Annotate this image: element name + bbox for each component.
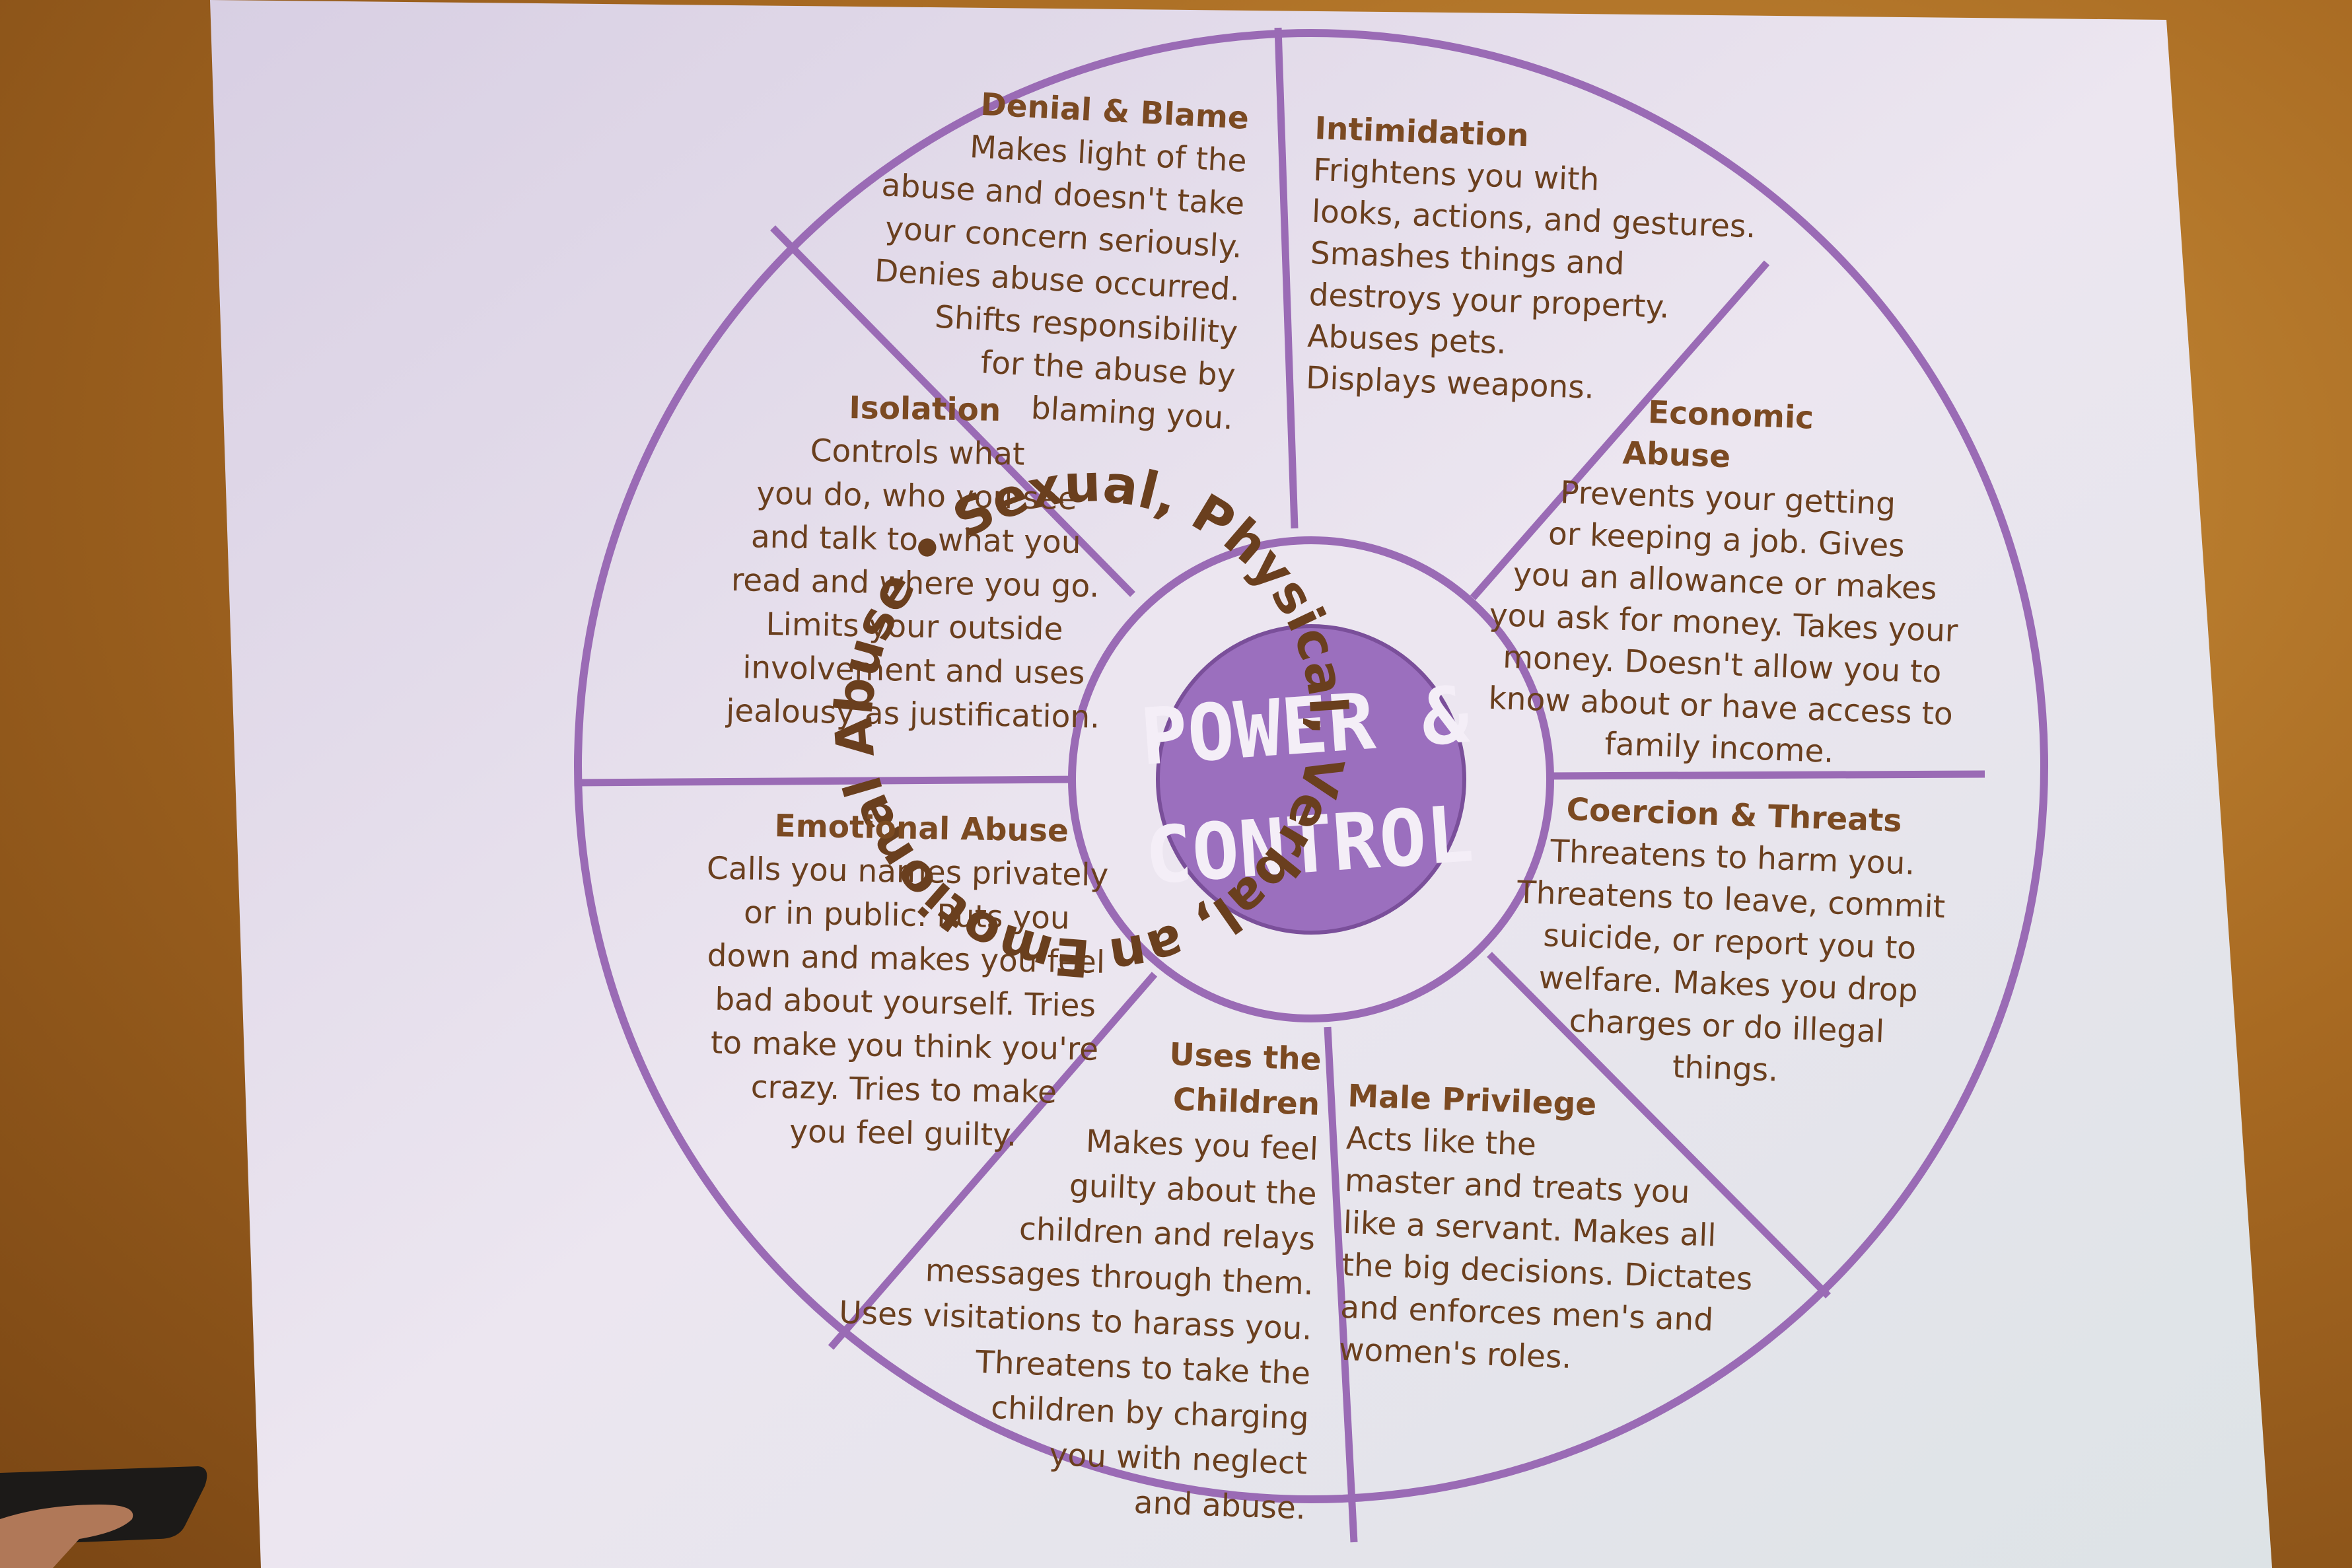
segment-line-isolation: read and where you go. — [731, 562, 1100, 605]
spoke-top-left — [770, 225, 1135, 597]
segment-line-emotional: bad about yourself. Tries — [715, 981, 1096, 1024]
hand-shape — [0, 1504, 133, 1568]
segment-line-children: guilty about the — [1069, 1168, 1317, 1213]
segment-title-children: Children — [1172, 1081, 1320, 1123]
segment-line-children: you with neglect — [1049, 1437, 1308, 1482]
segment-line-children: Makes you feel — [1085, 1123, 1319, 1168]
spoke-left — [574, 775, 1079, 787]
segment-line-emotional: crazy. Tries to make — [750, 1069, 1057, 1111]
spoke-bottom-right — [1487, 952, 1831, 1299]
presenter-hand — [0, 1466, 207, 1568]
segment-line-economic: family income. — [1604, 726, 1835, 770]
segment-line-male: women's roles. — [1338, 1332, 1572, 1376]
segment-line-intimidation: Abuses pets. — [1307, 318, 1507, 361]
spoke-bottom-left — [828, 972, 1158, 1350]
spoke-right — [1538, 770, 1985, 780]
segment-title-isolation: Isolation — [849, 390, 1001, 429]
segment-line-male: Acts like the — [1345, 1120, 1536, 1163]
spoke-top — [1274, 27, 1299, 529]
segment-title-emotional: Emotional Abuse — [774, 808, 1069, 849]
spoke-top-right — [1470, 260, 1770, 600]
segment-line-isolation: involvement and uses — [742, 649, 1085, 692]
segment-title-intimidation: Intimidation — [1314, 110, 1530, 154]
segment-line-emotional: to make you think you're — [711, 1024, 1099, 1067]
spoke-bottom — [1324, 1026, 1358, 1543]
wheel-spokes — [574, 27, 1985, 1543]
segment-line-coercion: things. — [1672, 1049, 1779, 1089]
wheel-outer-ring — [574, 29, 2048, 1503]
segment-line-emotional: down and makes you feel — [707, 937, 1105, 981]
segment-title-children: Uses the — [1169, 1036, 1322, 1078]
segment-line-isolation: Controls what — [810, 433, 1025, 473]
segment-title-economic: Abuse — [1622, 435, 1731, 476]
segment-line-emotional: Calls you names privately — [707, 850, 1109, 894]
segment-line-children: and abuse. — [1133, 1485, 1306, 1527]
hub-circle — [1156, 624, 1466, 935]
segment-title-economic: Economic — [1647, 394, 1814, 437]
segment-line-isolation: and talk to, what you — [751, 518, 1082, 561]
segment-line-isolation: you do, who you see — [756, 476, 1077, 517]
segment-line-emotional: you feel guilty. — [789, 1114, 1017, 1154]
segment-title-male: Male Privilege — [1347, 1078, 1598, 1123]
segment-line-isolation: Limits your outside — [766, 606, 1063, 648]
segment-line-emotional: or in public. Puts you — [744, 894, 1071, 937]
segment-line-isolation: jealousy as justification. — [725, 693, 1100, 736]
